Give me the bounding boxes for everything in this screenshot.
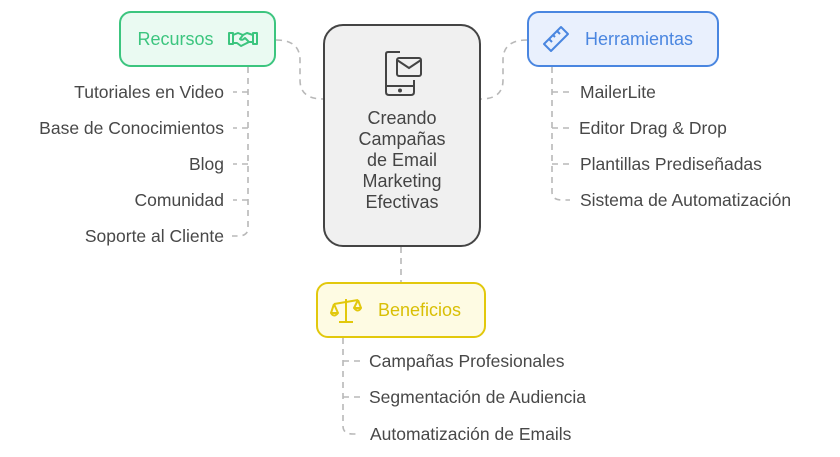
beneficios-item: Segmentación de Audiencia — [369, 387, 586, 407]
herramientas-item: Editor Drag & Drop — [579, 118, 727, 138]
recursos-item: Tutoriales en Video — [74, 82, 224, 102]
branch-label-herramientas: Herramientas — [585, 28, 694, 49]
recursos-item: Soporte al Cliente — [84, 226, 224, 246]
herramientas-item: Sistema de Automatización — [580, 190, 792, 210]
recursos-item: Comunidad — [134, 190, 225, 210]
branch-label-recursos: Recursos — [137, 28, 214, 49]
central-topic-node: Creando Campañas de Email Marketing Efec… — [323, 24, 481, 247]
handshake-icon — [227, 30, 258, 48]
scale-balance-icon — [330, 295, 362, 325]
beneficios-item: Automatización de Emails — [370, 424, 572, 444]
mobile-email-icon — [382, 48, 422, 98]
herramientas-item: MailerLite — [580, 82, 656, 102]
central-topic-title: Creando Campañas de Email Marketing Efec… — [358, 108, 446, 212]
branch-node-beneficios: Beneficios — [316, 282, 486, 338]
recursos-item: Base de Conocimientos — [39, 118, 224, 138]
beneficios-item: Campañas Profesionales — [369, 351, 565, 371]
recursos-item: Blog — [188, 154, 224, 174]
branch-node-herramientas: Herramientas — [527, 11, 719, 67]
branch-label-beneficios: Beneficios — [378, 299, 462, 320]
herramientas-item: Plantillas Prediseñadas — [580, 154, 762, 174]
ruler-icon — [541, 24, 571, 54]
branch-node-recursos: Recursos — [119, 11, 276, 67]
